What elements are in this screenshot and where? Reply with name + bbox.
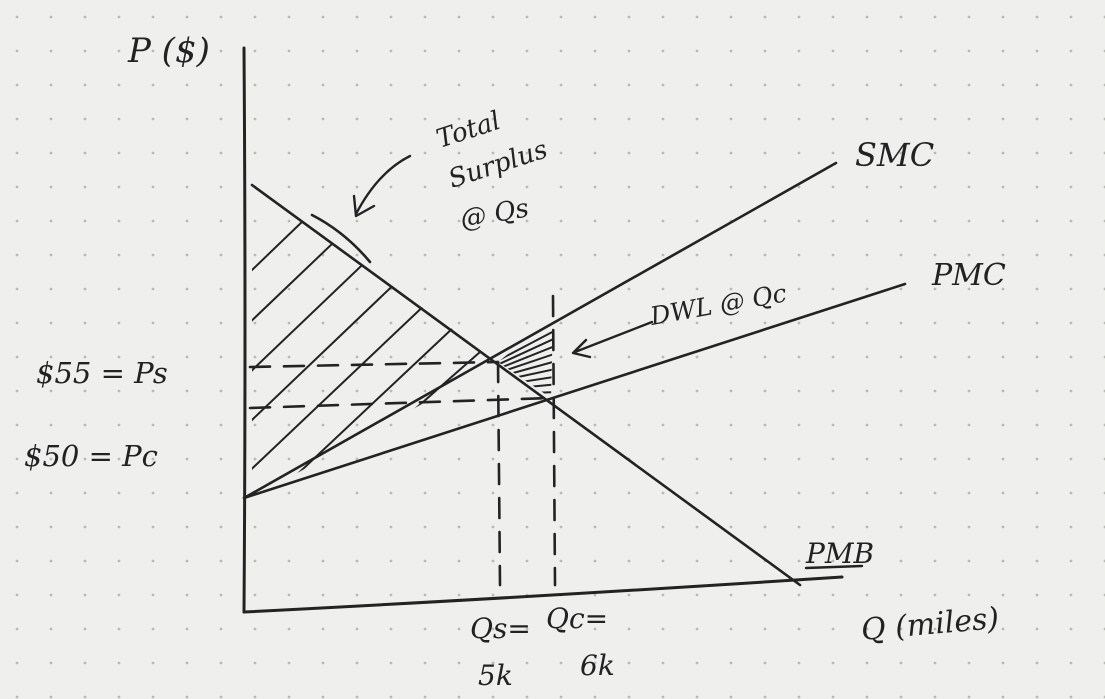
- ps-label: $55 = Ps: [36, 356, 168, 390]
- pmb-curve: [250, 183, 802, 587]
- qs-label-top: Qs=: [470, 612, 531, 645]
- arrows: [352, 154, 864, 570]
- pc-dashed-line: [248, 396, 553, 410]
- pmb-emphasis-stroke: [310, 213, 372, 264]
- x-axis: [242, 575, 844, 614]
- pmb-underline: [804, 564, 864, 570]
- pmc-label: PMC: [931, 258, 1006, 293]
- dwl-arrow: [571, 320, 654, 359]
- pmc-curve: [242, 282, 907, 500]
- qs-dashed-line: [496, 360, 502, 587]
- dashed-guides: [248, 294, 557, 587]
- qs-label-bottom: 5k: [478, 659, 513, 692]
- y-axis-label: P ($): [127, 31, 210, 71]
- pmb-label: PMB: [805, 537, 874, 570]
- qc-dashed-line: [551, 294, 557, 587]
- y-axis: [242, 46, 247, 614]
- pc-label: $50 = Pc: [24, 439, 158, 473]
- smc-label: SMC: [855, 136, 934, 174]
- axes: [242, 46, 844, 614]
- total-surplus-arrow: [352, 154, 412, 218]
- smc-curve: [242, 161, 838, 500]
- qc-label-top: Qc=: [546, 602, 608, 635]
- ps-dashed-line: [248, 360, 500, 369]
- qc-label-bottom: 6k: [580, 649, 615, 682]
- curves: [242, 161, 907, 587]
